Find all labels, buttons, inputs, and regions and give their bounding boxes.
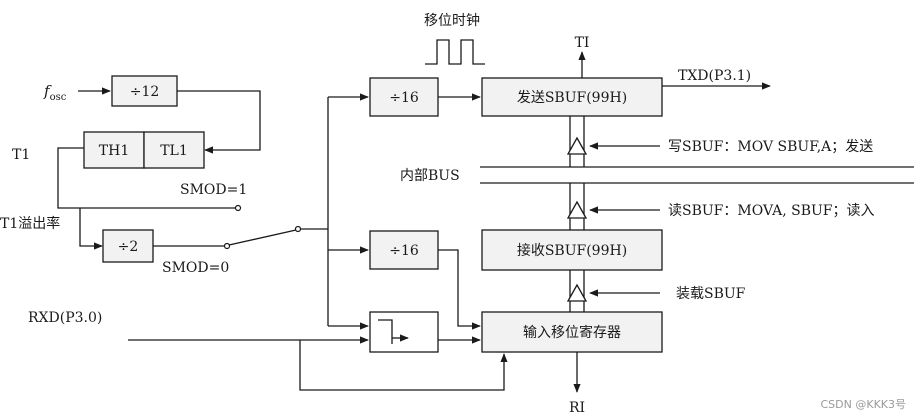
shift-clock-label: 移位时钟 xyxy=(424,12,480,29)
smod0-label: SMOD=0 xyxy=(162,260,229,276)
receive-sbuf-label: 接收SBUF(99H) xyxy=(517,242,627,259)
smod-switch-lever xyxy=(228,229,297,246)
div12-to-tl1-wire xyxy=(177,90,261,154)
ti-label: TI xyxy=(575,35,590,51)
falling-edge-icon xyxy=(378,319,393,344)
rxd-label: RXD(P3.0) xyxy=(28,310,102,326)
txd-label: TXD(P3.1) xyxy=(678,68,751,84)
fosc-label: fosc xyxy=(43,82,67,103)
divide-by-2-label: ÷2 xyxy=(118,239,139,255)
write-sbuf-label: 写SBUF：MOV SBUF,A；发送 xyxy=(668,139,873,155)
smod-switch-pivot xyxy=(294,225,302,233)
read-sbuf-label: 读SBUF：MOVA, SBUF；读入 xyxy=(668,202,875,219)
load-sbuf-buffer-icon xyxy=(566,283,588,302)
divide-by-2-block xyxy=(102,229,154,263)
input-shift-register-label: 输入移位寄存器 xyxy=(523,324,621,341)
load-sbuf-label: 装载SBUF xyxy=(676,286,746,302)
t1-overflow-wire xyxy=(57,147,236,209)
smod1-contact xyxy=(234,204,242,212)
transmit-sbuf-block xyxy=(481,77,663,117)
internal-bus-label: 内部BUS xyxy=(400,168,460,184)
smod1-label: SMOD=1 xyxy=(180,182,247,198)
write-sbuf-buffer-icon xyxy=(566,136,588,155)
overflow-to-div2-wire xyxy=(79,208,103,250)
divide-by-16-transmit-block xyxy=(369,77,439,117)
shift-clock-waveform xyxy=(425,39,485,65)
transmit-sbuf-label: 发送SBUF(99H) xyxy=(517,90,627,106)
rxd-direct-to-shift-register xyxy=(299,340,508,391)
th1-label: TH1 xyxy=(99,143,129,159)
read-sbuf-buffer-icon xyxy=(566,200,588,219)
input-shift-register-block xyxy=(481,311,663,353)
edge-detector-block xyxy=(369,311,439,353)
div16-to-shift-register xyxy=(438,249,481,330)
t1-overflow-rate-label: T1溢出率 xyxy=(0,215,60,232)
divide-by-16-transmit-label: ÷16 xyxy=(389,90,419,106)
ri-label: RI xyxy=(569,400,585,416)
watermark: CSDN @KKK3号 xyxy=(821,398,907,411)
t1-label: T1 xyxy=(12,147,30,163)
receive-sbuf-block xyxy=(481,229,663,271)
smod0-contact xyxy=(223,242,231,250)
divide-by-12-label: ÷12 xyxy=(130,84,160,100)
divide-by-16-receive-label: ÷16 xyxy=(389,243,419,259)
tl1-register xyxy=(143,131,205,169)
tl1-label: TL1 xyxy=(160,143,188,159)
